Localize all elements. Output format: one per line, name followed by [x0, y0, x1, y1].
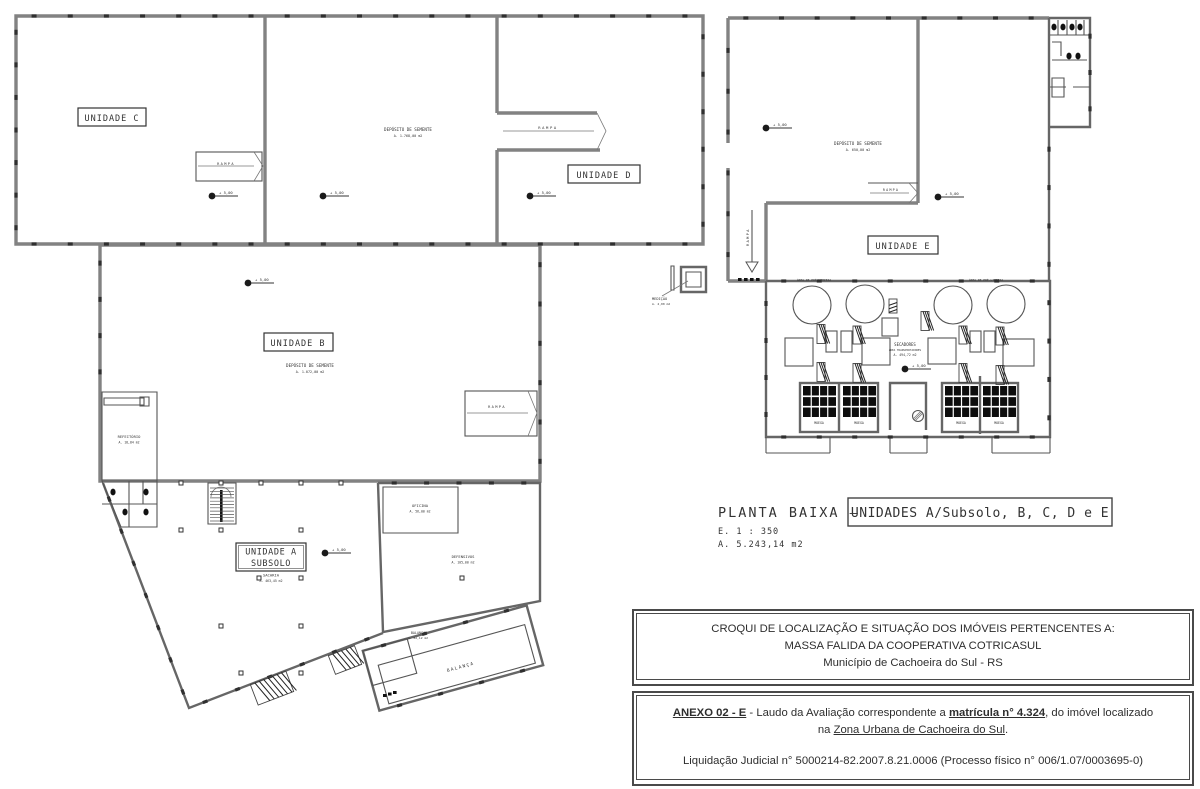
titleblock-anexo: ANEXO 02 - E - Laudo da Avaliação corres… [632, 691, 1194, 786]
svg-text:RAMPA: RAMPA [217, 162, 235, 166]
anexo-paragraph: ANEXO 02 - E - Laudo da Avaliação corres… [672, 707, 1154, 736]
svg-text:A. 18,84 m2: A. 18,84 m2 [118, 441, 139, 445]
svg-text:RAMPA: RAMPA [488, 405, 506, 409]
ramp-unidade-e: RAMPA [868, 182, 919, 204]
svg-text:BALANÇA: BALANÇA [446, 661, 475, 674]
svg-text:MOEGA: MOEGA [994, 421, 1004, 425]
elevation-markers: + 5,00 + 5,00 + 5,00 + 5,00 + 5,00 + 5,00 + 5,… [208, 122, 964, 557]
svg-text:A. 1.072,00 m2: A. 1.072,00 m2 [296, 370, 325, 374]
secondary-walls [101, 16, 1092, 710]
svg-text:+ 5,00: + 5,00 [773, 122, 787, 127]
titleblock-line1: CROQUI DE LOCALIZAÇÃO E SITUAÇÃO DOS IMÓ… [711, 623, 1115, 635]
subsolo-label: SUBSOLO [251, 559, 291, 569]
stair-hatches [249, 298, 1010, 706]
top-band-walls [14, 14, 1049, 483]
unidade-d-label: UNIDADE D [576, 171, 631, 181]
moega-frames [798, 376, 1020, 434]
titleblock-line2: MASSA FALIDA DA COOPERATIVA COTRICASUL [784, 640, 1042, 652]
unidade-e-label: UNIDADE E [875, 242, 930, 252]
svg-text:ÁREA TRANSPORTADORES: ÁREA TRANSPORTADORES [889, 347, 922, 352]
svg-text:SECADORES: SECADORES [894, 342, 916, 347]
svg-text:+ 5,00: + 5,00 [912, 363, 926, 368]
plan-area: A. 5.243,14 m2 [718, 540, 804, 550]
staircase [210, 486, 232, 522]
drain-circle [911, 409, 925, 423]
small-door-marks [383, 278, 760, 697]
svg-text:+ 5,00: + 5,00 [219, 190, 233, 195]
svg-text:ÁREA DE PRÉ-LIMPEZA: ÁREA DE PRÉ-LIMPEZA [969, 277, 1004, 282]
svg-text:A. 4,00 m2: A. 4,00 m2 [652, 302, 670, 306]
stair-treads [210, 487, 234, 522]
unidade-a-label: UNIDADE A [245, 548, 296, 558]
titleblock-line3: Município de Cachoeira do Sul - RS [823, 657, 1003, 669]
svg-text:RAMPA: RAMPA [883, 188, 899, 192]
svg-text:DEPÓSITO DE SEMENTE: DEPÓSITO DE SEMENTE [286, 363, 334, 368]
svg-text:+ 5,00: + 5,00 [945, 191, 959, 196]
svg-text:MOEGA: MOEGA [956, 421, 966, 425]
wall-column-ticks [14, 14, 1092, 708]
svg-text:A. 105,00 m2: A. 105,00 m2 [451, 561, 474, 565]
titleblock-croqui: CROQUI DE LOCALIZAÇÃO E SITUAÇÃO DOS IMÓ… [632, 609, 1194, 686]
detail-walls [101, 20, 1090, 534]
svg-text:SACARIA: SACARIA [263, 573, 280, 578]
moega-grids [803, 386, 1016, 417]
ramp-unidade-d: RAMPA [503, 112, 607, 151]
svg-text:A. 650,00 m2: A. 650,00 m2 [846, 148, 871, 152]
svg-text:+ 5,00: + 5,00 [332, 547, 346, 552]
svg-text:MEDIÇÃO: MEDIÇÃO [652, 296, 667, 301]
toilet-fixtures [110, 23, 1083, 516]
room-labels: DEPÓSITO DE SEMENTE A. 1.768,00 m2 DEPÓS… [118, 127, 1004, 640]
column-grid-dots [178, 480, 465, 676]
svg-text:+ 5,00: + 5,00 [255, 277, 269, 282]
svg-text:A. 494,72 m2: A. 494,72 m2 [893, 353, 916, 357]
svg-text:+ 5,00: + 5,00 [537, 190, 551, 195]
svg-text:DEPÓSITO DE SEMENTE: DEPÓSITO DE SEMENTE [834, 141, 882, 146]
plan-title-text: PLANTA BAIXA — [718, 505, 860, 521]
plan-title-box [847, 497, 1113, 527]
unidade-b-label: UNIDADE B [270, 339, 325, 349]
svg-text:MOEGA: MOEGA [814, 421, 824, 425]
svg-text:RAMPA: RAMPA [538, 125, 557, 130]
liquidacao-line: Liquidação Judicial n° 5000214-82.2007.8… [683, 755, 1143, 767]
plan-title: PLANTA BAIXA — UNIDADES A/Subsolo, B, C,… [718, 497, 1113, 550]
svg-text:DEPÓSITO DE SEMENTE: DEPÓSITO DE SEMENTE [384, 127, 432, 132]
svg-text:+ 5,00: + 5,00 [330, 190, 344, 195]
svg-text:MOEGA: MOEGA [854, 421, 864, 425]
plan-scale: E. 1 : 350 [718, 527, 779, 537]
svg-text:A. 463,45 m2: A. 463,45 m2 [259, 579, 282, 583]
svg-text:ÁREA DE PRÉ-LIMPEZA: ÁREA DE PRÉ-LIMPEZA [797, 277, 832, 282]
svg-text:DEFENSIVOS: DEFENSIVOS [452, 554, 476, 559]
unit-label-boxes: UNIDADE C UNIDADE D UNIDADE B UNIDADE E … [77, 107, 939, 572]
ramp-unidade-b: RAMPA [464, 390, 538, 437]
svg-text:A. 82,12 m2: A. 82,12 m2 [408, 636, 428, 640]
medicao-leader-line [661, 280, 689, 297]
ramp-unidade-c: RAMPA [195, 151, 264, 182]
unidade-c-label: UNIDADE C [84, 114, 139, 124]
svg-text:REFEITÓRIO: REFEITÓRIO [118, 434, 142, 439]
svg-text:RAMPA: RAMPA [746, 228, 750, 246]
svg-text:A. 56,00 m2: A. 56,00 m2 [409, 510, 430, 514]
svg-text:A. 1.768,00 m2: A. 1.768,00 m2 [394, 134, 423, 138]
svg-text:UNIDADES A/Subsolo, B, C, D e: UNIDADES A/Subsolo, B, C, D e E [851, 506, 1109, 521]
ramp-arrow-vertical: RAMPA [745, 210, 759, 273]
svg-text:OFICINA: OFICINA [412, 503, 429, 508]
svg-text:BALANÇA: BALANÇA [411, 631, 425, 635]
